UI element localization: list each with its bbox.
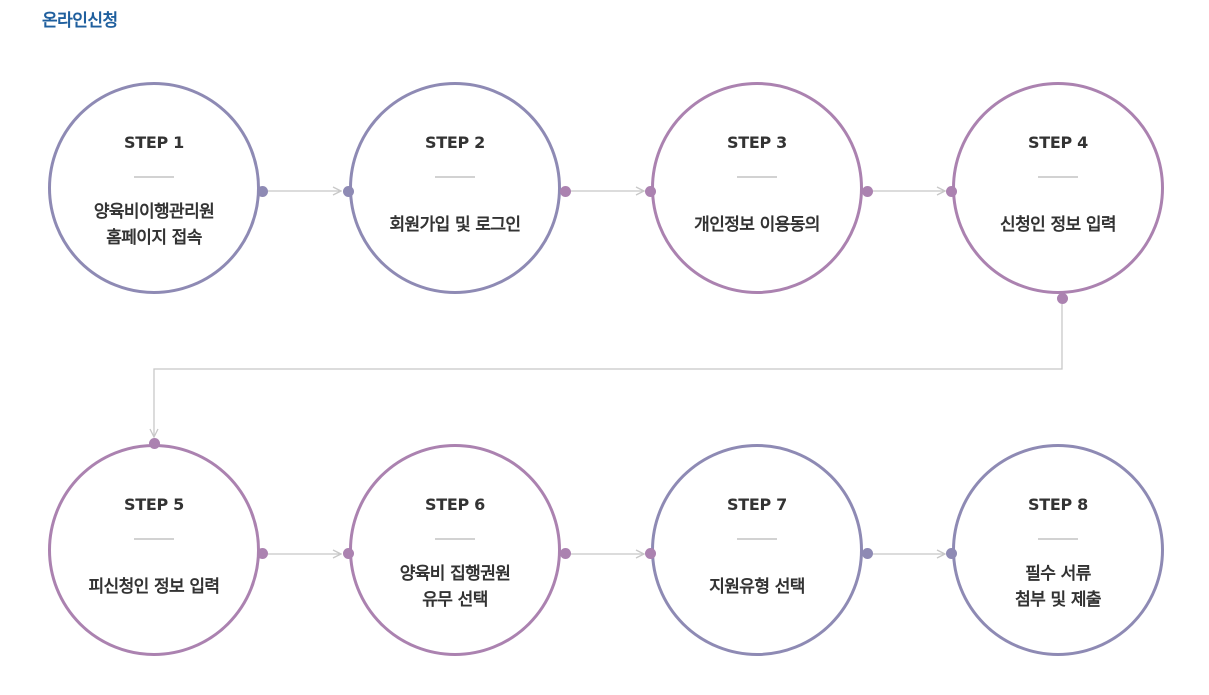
connector-dot — [645, 186, 656, 197]
step-divider — [134, 176, 174, 178]
step-description: 양육비이행관리원 홈페이지 접속 — [93, 202, 215, 248]
step-3-circle: STEP 3 개인정보 이용동의 — [651, 82, 863, 294]
step-description: 회원가입 및 로그인 — [389, 215, 522, 235]
step-label: STEP 4 — [1028, 133, 1088, 152]
step-label: STEP 5 — [124, 495, 184, 514]
connector-4-5 — [154, 304, 1063, 437]
step-description: 필수 서류 첨부 및 제출 — [1015, 564, 1101, 610]
connector-dot — [343, 548, 354, 559]
connector-dot — [257, 548, 268, 559]
connector-dot — [257, 186, 268, 197]
step-label: STEP 8 — [1028, 495, 1088, 514]
connector-dot — [862, 548, 873, 559]
step-label: STEP 3 — [727, 133, 787, 152]
connector-dot — [560, 186, 571, 197]
connector-dot — [1057, 293, 1068, 304]
step-4-circle: STEP 4 신청인 정보 입력 — [952, 82, 1164, 294]
step-7-circle: STEP 7 지원유형 선택 — [651, 444, 863, 656]
step-divider — [435, 538, 475, 540]
step-divider — [737, 176, 777, 178]
step-label: STEP 6 — [425, 495, 485, 514]
step-description: 피신청인 정보 입력 — [88, 577, 221, 597]
connector-dot — [560, 548, 571, 559]
page-title: 온라인신청 — [42, 11, 118, 31]
step-2-circle: STEP 2 회원가입 및 로그인 — [349, 82, 561, 294]
step-label: STEP 7 — [727, 495, 787, 514]
connector-dot — [946, 186, 957, 197]
connector-dot — [343, 186, 354, 197]
step-divider — [1038, 538, 1078, 540]
step-5-circle: STEP 5 피신청인 정보 입력 — [48, 444, 260, 656]
step-divider — [737, 538, 777, 540]
connector-dot — [149, 438, 160, 449]
step-divider — [1038, 176, 1078, 178]
step-6-circle: STEP 6 양육비 집행권원 유무 선택 — [349, 444, 561, 656]
connector-dot — [645, 548, 656, 559]
step-description: 개인정보 이용동의 — [694, 215, 820, 235]
step-description: 지원유형 선택 — [709, 577, 805, 597]
step-1-circle: STEP 1 양육비이행관리원 홈페이지 접속 — [48, 82, 260, 294]
step-divider — [134, 538, 174, 540]
step-label: STEP 1 — [124, 133, 184, 152]
step-divider — [435, 176, 475, 178]
step-8-circle: STEP 8 필수 서류 첨부 및 제출 — [952, 444, 1164, 656]
step-description: 양육비 집행권원 유무 선택 — [399, 564, 511, 610]
step-label: STEP 2 — [425, 133, 485, 152]
connector-dot — [862, 186, 873, 197]
step-description: 신청인 정보 입력 — [1000, 215, 1117, 235]
connector-dot — [946, 548, 957, 559]
